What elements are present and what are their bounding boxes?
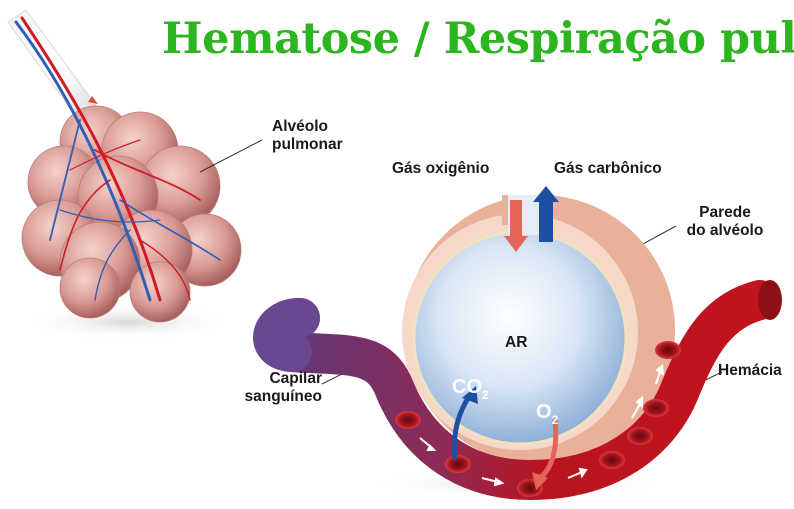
label-gas-oxigenio: Gás oxigênio	[392, 160, 490, 177]
o2-exchange-arrow	[538, 419, 559, 480]
oxygen-arrow-shaft	[510, 200, 522, 236]
label-alveolo-line2: pulmonar	[272, 136, 343, 153]
label-parede-line1: Parede	[699, 204, 751, 221]
capillary-lumen	[758, 280, 782, 320]
label-hemacia: Hemácia	[718, 362, 782, 379]
blood-flow-arrows	[419, 364, 665, 487]
label-gas-carbonico: Gás carbônico	[554, 160, 662, 177]
cluster-shadow	[23, 304, 233, 340]
co2-formula: CO2	[452, 376, 489, 402]
label-capilar-line2: sanguíneo	[244, 388, 322, 405]
page-title: Hematose / Respiração pulmonar	[162, 14, 794, 64]
label-capilar-line1: Capilar	[269, 370, 322, 387]
o2-arrowhead-icon	[532, 472, 548, 490]
alveolar-cluster	[21, 105, 242, 323]
co2-arrowhead-icon	[462, 386, 478, 404]
oxygen-arrow-icon	[504, 236, 528, 252]
label-alveolo-pulmonar: Alvéolo pulmonar	[272, 118, 343, 154]
label-ar: AR	[505, 334, 528, 351]
label-alveolo-line1: Alvéolo	[272, 118, 328, 135]
o2-formula: O2	[536, 401, 559, 427]
flow-arrow-icon	[88, 96, 98, 104]
label-parede-line2: do alvéolo	[686, 222, 764, 239]
alveolo-leader-line	[199, 139, 263, 173]
carbon-arrow-shaft	[539, 200, 553, 242]
cluster-vessels	[14, 16, 221, 302]
label-capilar-sanguineo: Capilar sanguíneo	[226, 370, 322, 406]
capillary-venous-end	[253, 298, 320, 372]
carbon-arrow-icon	[533, 186, 559, 202]
label-parede-alveolo: Parede do alvéolo	[680, 204, 770, 240]
